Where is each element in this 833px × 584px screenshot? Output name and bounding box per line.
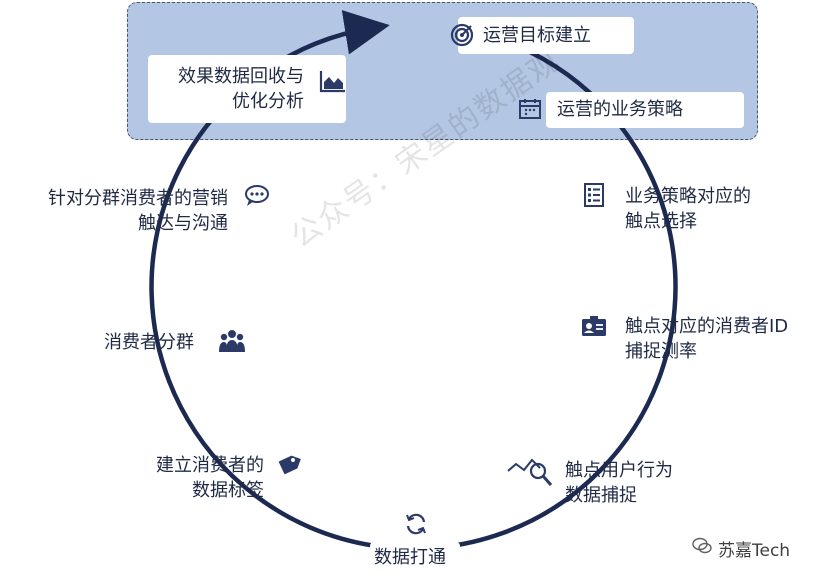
step-id-capture-line-1: 触点对应的消费者ID: [625, 316, 789, 337]
step-tags-line-1: 建立消费者的: [156, 455, 264, 476]
feedback-box: [148, 55, 346, 123]
step-connect: 数据打通: [374, 547, 446, 568]
step-reach: 针对分群消费者的营销 触达与沟通: [18, 186, 228, 236]
step-behavior-line-1: 触点用户行为: [565, 460, 673, 481]
strategy-box: [546, 92, 744, 128]
chat-bubble-icon: [243, 184, 271, 208]
wechat-icon: [692, 537, 712, 560]
brand: 苏嘉Tech: [692, 536, 790, 561]
calendar-icon: [518, 97, 542, 121]
step-behavior: 触点用户行为 数据捕捉: [565, 458, 673, 508]
target-icon: [450, 23, 474, 47]
brand-name: 苏嘉Tech: [718, 541, 791, 561]
checklist-icon: [583, 182, 605, 208]
step-tags-line-2: 数据标签: [192, 480, 264, 501]
step-strategy: 运营的业务策略: [557, 99, 683, 120]
step-reach-line-2: 触达与沟通: [138, 213, 228, 234]
step-goal: 运营目标建立: [483, 25, 591, 46]
step-touchpoint-line-2: 触点选择: [625, 211, 697, 232]
step-feedback-line-2: 优化分析: [232, 91, 304, 112]
refresh-icon: [404, 512, 428, 536]
step-id-capture-line-2: 捕捉测率: [625, 341, 697, 362]
id-card-icon: [581, 315, 607, 337]
group-icon: [218, 328, 246, 354]
goal-box: [458, 17, 634, 54]
step-feedback-line-1: 效果数据回收与: [178, 66, 304, 87]
step-id-capture: 触点对应的消费者ID 捕捉测率: [625, 314, 788, 364]
magnify-chart-icon: [506, 455, 554, 489]
area-chart-icon: [319, 69, 347, 93]
step-touchpoint-line-1: 业务策略对应的: [625, 186, 751, 207]
step-feedback: 效果数据回收与 优化分析: [158, 64, 304, 114]
step-reach-line-1: 针对分群消费者的营销: [48, 188, 228, 209]
step-touchpoint: 业务策略对应的 触点选择: [625, 184, 751, 234]
step-segment: 消费者分群: [104, 332, 194, 353]
step-behavior-line-2: 数据捕捉: [565, 485, 637, 506]
step-tags: 建立消费者的 数据标签: [136, 453, 264, 503]
tag-icon: [274, 451, 302, 479]
connect-box: [370, 542, 460, 570]
